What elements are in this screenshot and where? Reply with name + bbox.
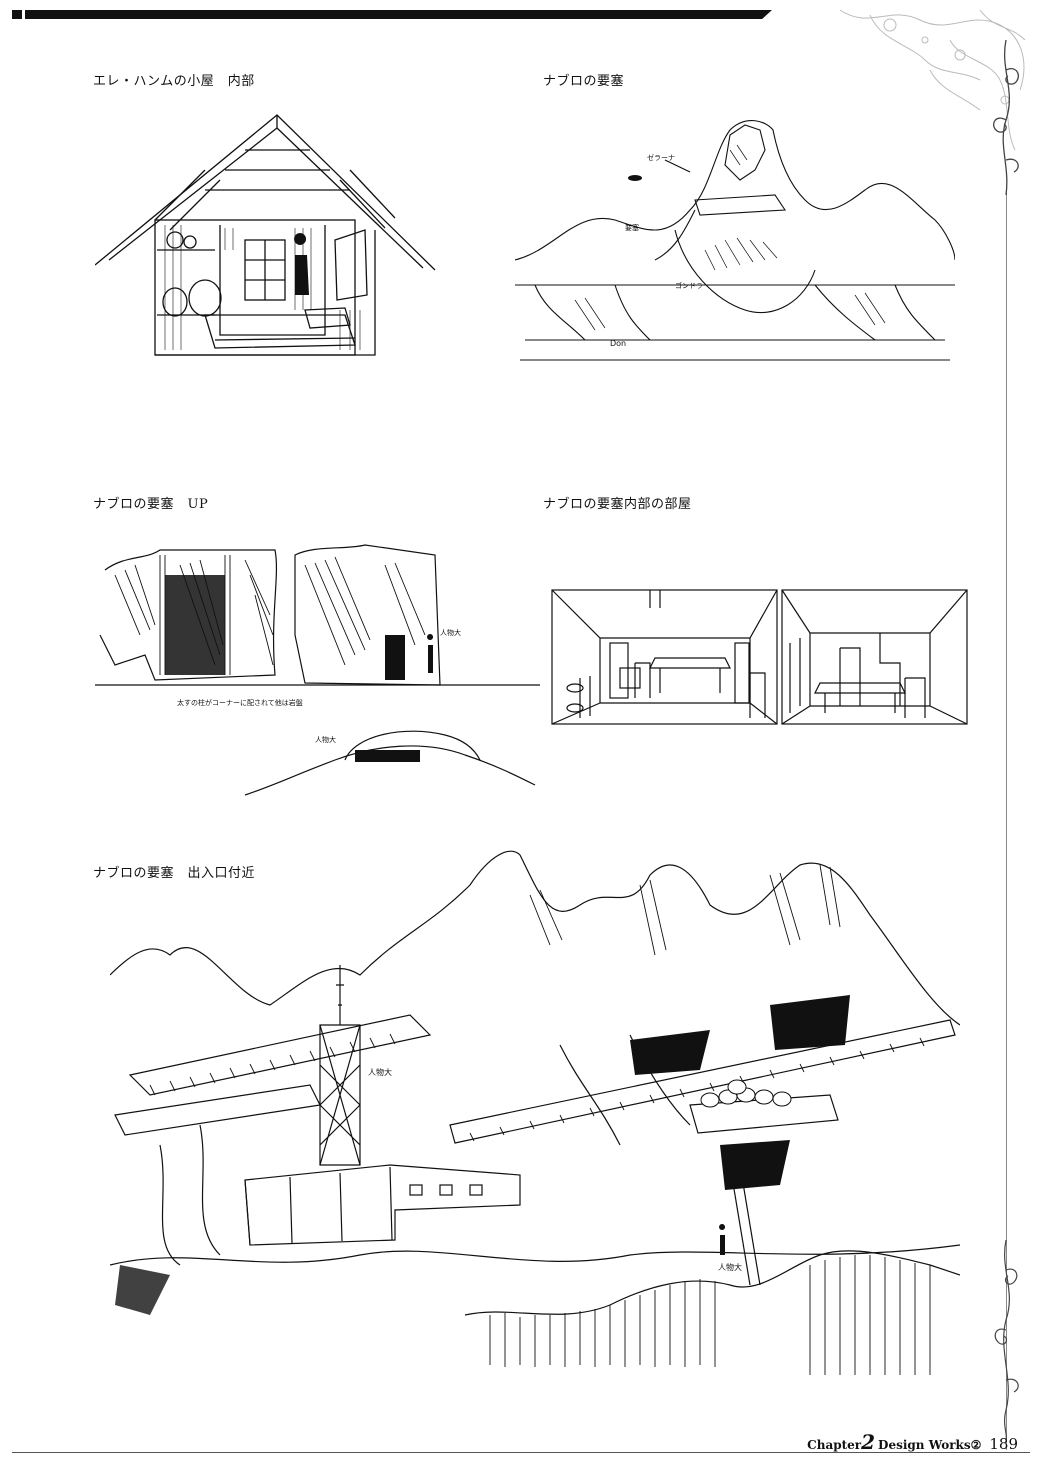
up-scale-label: 人物大: [440, 628, 461, 637]
fortress-room-sketch: [550, 588, 970, 728]
header-bar-tick: [22, 10, 25, 19]
fortress-annotation-d: Don: [610, 339, 626, 348]
fortress-annotation-a: ゼラーナ: [647, 153, 675, 162]
dome-scale-label: 人物大: [315, 735, 336, 744]
fortress-entrance-sketch: 人物大 人物大: [110, 845, 960, 1395]
caption-fortress-room: ナブロの要塞内部の部屋: [543, 497, 692, 512]
corner-flourish-ornament: [830, 0, 1038, 200]
fortress-up-sketch: 人物大 太すの柱がコーナーに配されて他は岩盤 人物大: [95, 535, 540, 805]
footer-section-label: Design Works②: [878, 1438, 982, 1452]
page-number: 189: [989, 1435, 1018, 1453]
hut-interior-sketch: [95, 110, 440, 380]
up-note-label: 太すの柱がコーナーに配されて他は岩盤: [177, 698, 303, 707]
fortress-sketch: ゼラーナ 要塞 ゴンドラ Don: [515, 110, 955, 375]
caption-fortress-up: ナブロの要塞 UP: [93, 497, 209, 512]
entrance-scale-label-2: 人物大: [718, 1262, 742, 1272]
footer-chapter-label: Chapter: [807, 1438, 862, 1452]
caption-fortress: ナブロの要塞: [543, 74, 625, 89]
fortress-annotation-b: 要塞: [625, 223, 639, 232]
entrance-scale-label-1: 人物大: [368, 1067, 392, 1077]
footer-chapter-number: 2: [861, 1430, 876, 1454]
caption-hut-interior: エレ・ハンムの小屋 内部: [93, 74, 255, 89]
footer-rule: [12, 1452, 1030, 1453]
fortress-annotation-c: ゴンドラ: [675, 281, 703, 290]
caption-fortress-entrance: ナブロの要塞 出入口付近: [93, 866, 256, 881]
right-margin-rule: [1006, 190, 1007, 1450]
header-bar: [12, 10, 772, 19]
side-flourish-ornament: [990, 1239, 1030, 1441]
